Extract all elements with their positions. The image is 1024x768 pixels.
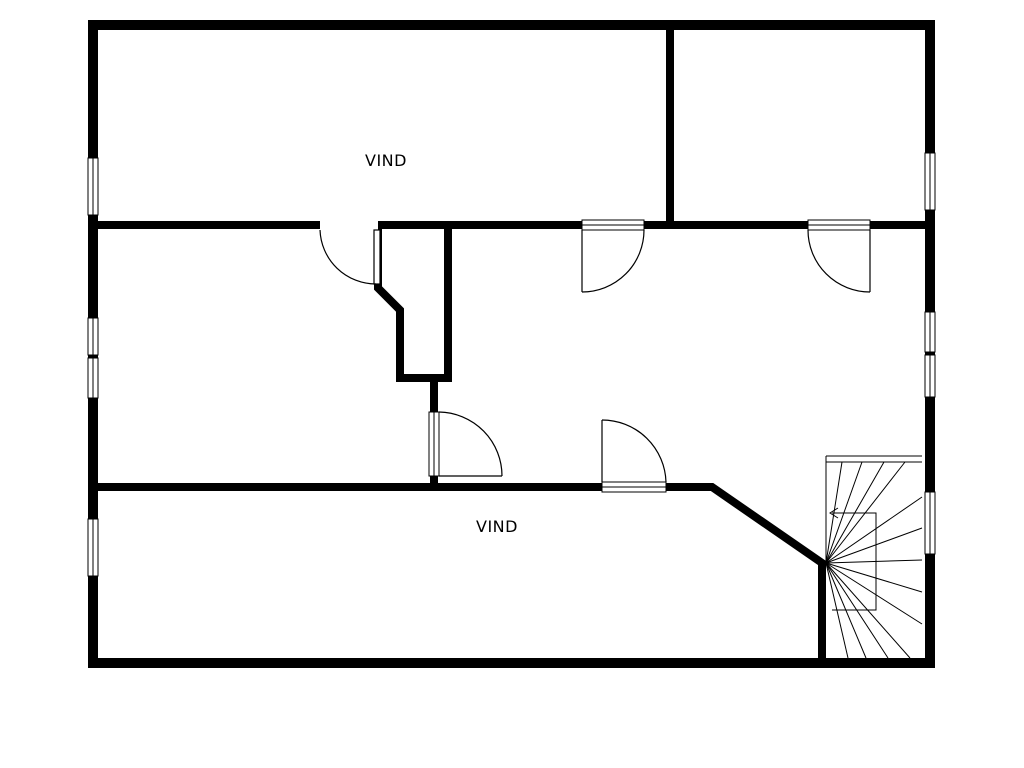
door-left-room[interactable] — [428, 411, 503, 477]
outer-wall — [88, 20, 935, 668]
window-right-1 — [924, 152, 936, 211]
window-right-2 — [924, 311, 936, 353]
room-label-attic-top: VIND — [365, 151, 407, 170]
wall-bottom-horizontal — [89, 483, 826, 667]
window-right-3 — [924, 354, 936, 398]
outer-walls — [88, 20, 935, 668]
window-left-2 — [87, 317, 99, 356]
room-labels: VIND VIND — [365, 151, 518, 536]
windows — [87, 152, 936, 577]
interior-walls — [89, 21, 934, 667]
window-right-4 — [924, 491, 936, 555]
door-closet[interactable] — [319, 220, 381, 285]
door-bottom-attic[interactable] — [601, 419, 667, 493]
window-left-4 — [87, 518, 99, 577]
window-left-3 — [87, 357, 99, 399]
door-top-right-room[interactable] — [807, 219, 871, 293]
room-label-attic-bottom: VIND — [476, 517, 518, 536]
window-left-1 — [87, 157, 99, 216]
doors — [319, 219, 871, 493]
staircase — [825, 455, 923, 659]
closet-wall — [374, 221, 452, 382]
door-top-attic[interactable] — [581, 219, 645, 293]
